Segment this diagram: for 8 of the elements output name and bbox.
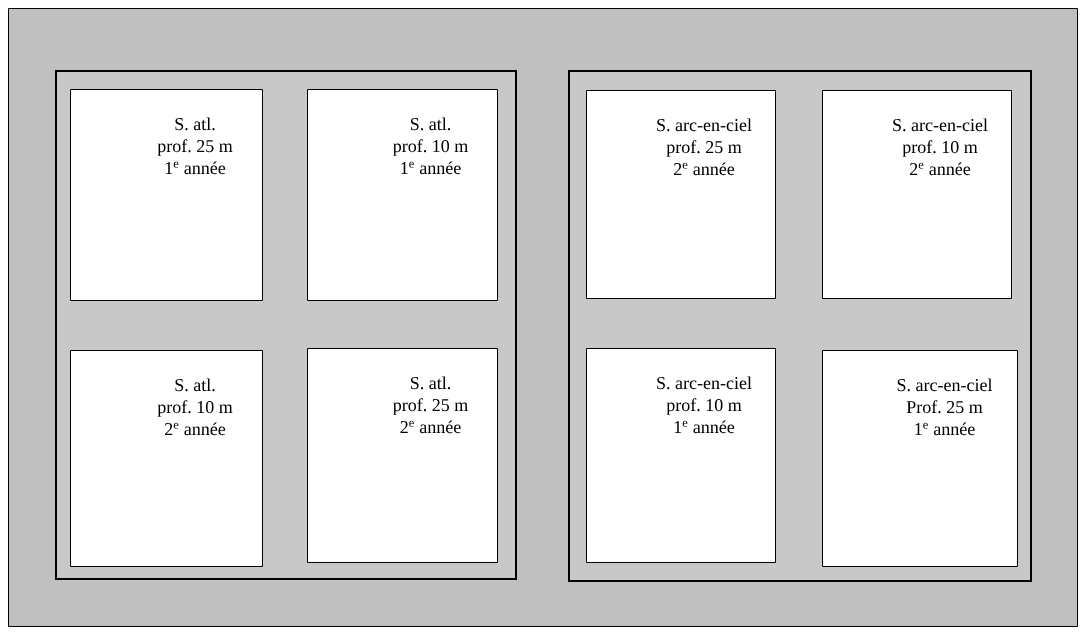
text-box: S. atl. prof. 10 m 2$^{e}$ année — [70, 350, 263, 567]
text-box: S. arc-en-ciel prof. 10 m 2$^{e}$ année — [822, 90, 1012, 299]
text-box: S. atl. prof. 10 m 1$^{e}$ année — [307, 89, 498, 301]
text-box: S. arc-en-ciel prof. 10 m 1$^{e}$ année — [586, 348, 776, 563]
text-box: S. atl. prof. 25 m 2$^{e}$ année — [307, 348, 498, 563]
text-box: S. arc-en-ciel Prof. 25 m 1$^{e}$ année — [822, 350, 1018, 567]
text-box: S. atl. prof. 25 m 1$^{e}$ année — [70, 89, 263, 301]
text-box: S. arc-en-ciel prof. 25 m 2$^{e}$ année — [586, 90, 776, 299]
